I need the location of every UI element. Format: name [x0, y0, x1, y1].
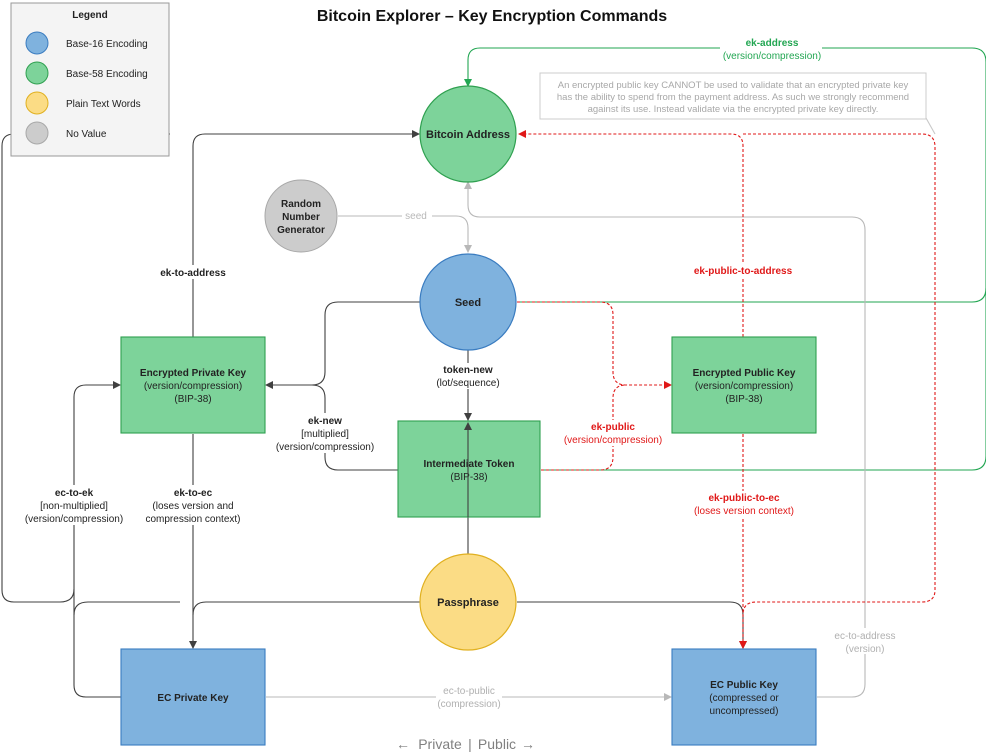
node-passphrase: Passphrase: [419, 553, 517, 651]
note-line-1: An encrypted public key CANNOT be used t…: [558, 80, 909, 91]
edge-ek-public-to-address: [518, 130, 744, 337]
node-encrypted-private-key: Encrypted Private Key (version/compressi…: [120, 336, 266, 434]
legend-heading: Legend: [72, 10, 108, 21]
label-ek-new-2: [multiplied]: [301, 429, 349, 440]
legend-swatch-base16: [25, 31, 49, 55]
legend-label-no-value: No Value: [66, 129, 107, 140]
footer-right-arrow: →: [521, 736, 535, 752]
edge-ek-to-address: [192, 130, 420, 337]
node-rng-line-2: Number: [282, 212, 320, 223]
legend-label-plain-text: Plain Text Words: [66, 99, 141, 110]
legend-label-base58: Base-58 Encoding: [66, 69, 148, 80]
footer-private-public: ← Private | Public →: [396, 736, 535, 752]
label-ek-address-1: ek-address: [746, 38, 799, 49]
node-epubk-line-3: (BIP-38): [725, 394, 762, 405]
edge-ek-new-token: [311, 384, 398, 471]
edge-ec-to-address: [464, 181, 866, 698]
node-rng-line-1: Random: [281, 199, 321, 210]
node-intermediate-token: Intermediate Token (BIP-38): [397, 420, 541, 518]
edge-ek-address-seed: [517, 287, 986, 303]
edge-red-outer: [742, 133, 936, 616]
edge-passphrase-left: [73, 601, 180, 616]
node-bitcoin-address-label: Bitcoin Address: [426, 129, 510, 141]
edge-seed: [338, 215, 472, 253]
node-ecpub-line-3: uncompressed): [710, 706, 779, 717]
legend-swatch-base58: [25, 61, 49, 85]
label-ek-public-to-ec-1: ek-public-to-ec: [708, 493, 780, 504]
label-ek-public-1: ek-public: [591, 422, 635, 433]
node-seed-label: Seed: [455, 297, 481, 309]
legend-swatch-no-value: [25, 121, 49, 145]
label-ek-to-ec-2: (loses version and: [152, 501, 233, 512]
label-ec-to-public-2: (compression): [437, 699, 500, 710]
label-ec-to-ek-3: (version/compression): [25, 514, 123, 525]
legend-swatch-plain-text: [25, 91, 49, 115]
label-ec-to-address-2: (version): [846, 644, 885, 655]
label-ec-to-ek-2: [non-multiplied]: [40, 501, 108, 512]
label-ec-to-public-1: ec-to-public: [443, 686, 495, 697]
node-ec-public-key: EC Public Key (compressed or uncompresse…: [671, 648, 817, 746]
label-ek-public-to-address: ek-public-to-address: [694, 266, 793, 277]
node-ec-private-key: EC Private Key: [120, 648, 266, 746]
label-ek-to-ec-1: ek-to-ec: [174, 488, 213, 499]
node-passphrase-label: Passphrase: [437, 597, 499, 609]
footer-separator: |: [468, 736, 472, 752]
node-token-line-1: Intermediate Token: [424, 459, 515, 470]
footer-public: Public: [478, 736, 516, 752]
edge-ek-public-token: [541, 384, 627, 471]
edge-left-outer: [1, 133, 170, 603]
edge-ek-new-seed: [265, 301, 421, 389]
node-epk-line-3: (BIP-38): [174, 394, 211, 405]
edge-ek-address: [464, 47, 986, 471]
node-ecpub-line-1: EC Public Key: [710, 680, 778, 691]
footer-private: Private: [418, 736, 462, 752]
node-encrypted-public-key: Encrypted Public Key (version/compressio…: [671, 336, 817, 434]
node-epk-line-2: (version/compression): [144, 381, 242, 392]
node-epk-line-1: Encrypted Private Key: [140, 368, 247, 379]
edge-ec-to-ek: [73, 381, 121, 698]
label-ek-new-3: (version/compression): [276, 442, 374, 453]
label-ek-to-address: ek-to-address: [160, 268, 226, 279]
note-line-3: against its use. Instead validate via th…: [588, 104, 879, 115]
node-token-line-2: (BIP-38): [450, 472, 487, 483]
label-ek-public-2: (version/compression): [564, 435, 662, 446]
footer-left-arrow: ←: [396, 736, 410, 752]
label-ek-new-1: ek-new: [308, 416, 342, 427]
warning-note: An encrypted public key CANNOT be used t…: [539, 72, 927, 120]
node-bitcoin-address: Bitcoin Address: [419, 85, 517, 183]
label-ek-address-2: (version/compression): [723, 51, 821, 62]
note-line-2: has the ability to spend from the paymen…: [557, 92, 909, 103]
legend-label-base16: Base-16 Encoding: [66, 39, 148, 50]
label-seed: seed: [405, 211, 427, 222]
label-token-new-1: token-new: [443, 365, 493, 376]
label-ec-to-address-1: ec-to-address: [834, 631, 895, 642]
edge-ek-public-seed: [517, 301, 672, 389]
edge-passphrase-ecpub: [517, 601, 747, 649]
node-rng-line-3: Generator: [277, 225, 325, 236]
node-rng: Random Number Generator: [264, 179, 338, 253]
legend: Legend Base-16 Encoding Base-58 Encoding…: [10, 2, 170, 157]
node-epubk-line-1: Encrypted Public Key: [693, 368, 796, 379]
label-ek-public-to-ec-2: (loses version context): [694, 506, 794, 517]
node-epubk-line-2: (version/compression): [695, 381, 793, 392]
node-ec-private-key-label: EC Private Key: [157, 693, 229, 704]
node-seed: Seed: [419, 253, 517, 351]
node-ecpub-line-2: (compressed or: [709, 693, 779, 704]
page-title: Bitcoin Explorer – Key Encryption Comman…: [317, 8, 667, 25]
label-token-new-2: (lot/sequence): [436, 378, 499, 389]
label-ek-to-ec-3: compression context): [145, 514, 240, 525]
label-ec-to-ek-1: ec-to-ek: [55, 488, 94, 499]
note-connector: [925, 117, 936, 135]
edge-passphrase-ecpriv: [192, 601, 421, 616]
